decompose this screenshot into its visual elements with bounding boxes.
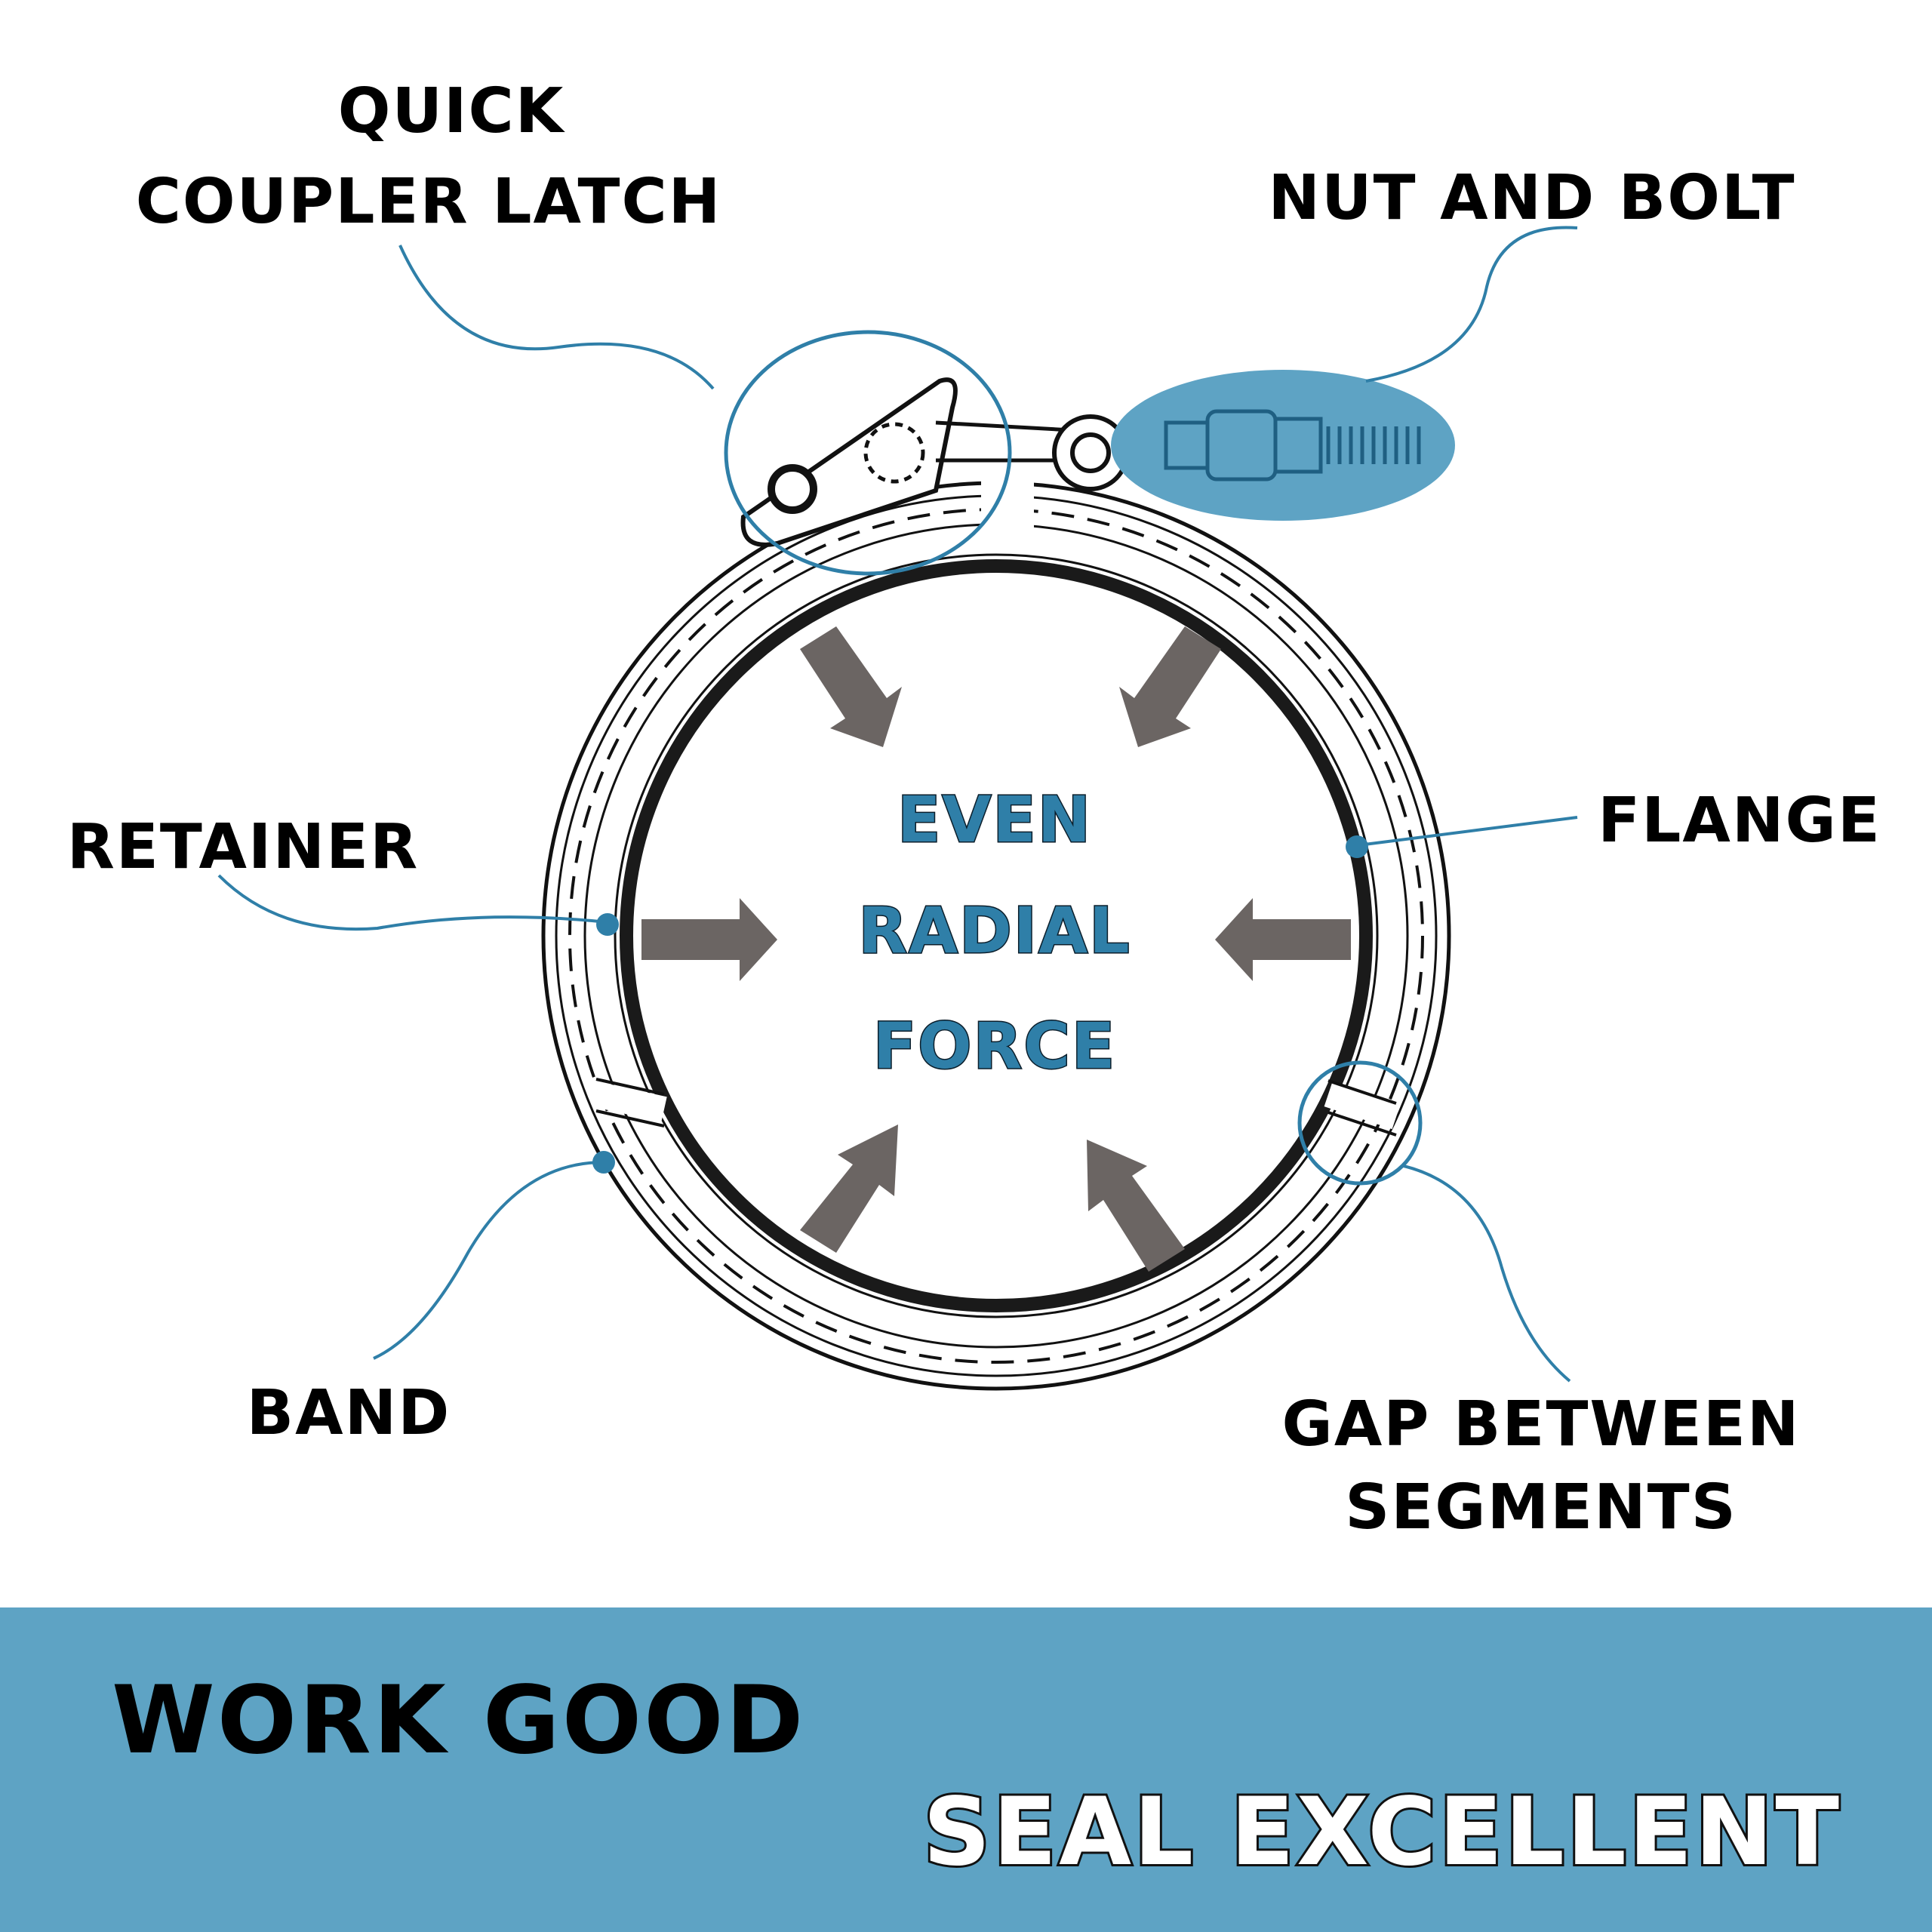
center-text-line1: EVEN <box>897 783 1092 857</box>
nut-bolt-highlight <box>1111 370 1455 521</box>
latch-pivot <box>768 464 817 514</box>
arrow-top-left <box>800 626 902 747</box>
leader-retainer <box>217 874 608 931</box>
flange-dot <box>1346 835 1368 858</box>
flange-ring <box>614 553 1379 1318</box>
band-dot <box>592 1151 615 1174</box>
label-quick-coupler-line2: COUPLER LATCH <box>136 166 722 238</box>
retainer-dot <box>596 913 619 936</box>
gap-callout-circle <box>1297 1060 1423 1186</box>
leader-gap <box>1403 1164 1571 1383</box>
label-nut-and-bolt: NUT AND BOLT <box>1268 162 1795 234</box>
leader-quick-coupler <box>398 245 715 390</box>
radial-force-arrows <box>641 626 1351 1272</box>
leader-nut-and-bolt <box>1365 226 1578 383</box>
clamp-illustration <box>541 330 1455 1391</box>
label-gap-line2: SEGMENTS <box>1345 1472 1737 1543</box>
leader-band <box>373 1161 605 1360</box>
arrow-right <box>1215 898 1351 981</box>
segment-gap-right <box>1324 1079 1401 1137</box>
footer-seal-excellent: SEAL EXCELLENT <box>923 1778 1841 1887</box>
arrow-left <box>641 898 777 981</box>
arrow-bottom-left <box>800 1124 898 1253</box>
segment-gap-left <box>593 1078 667 1128</box>
center-text-line3: FORCE <box>873 1009 1117 1083</box>
label-band: BAND <box>247 1377 451 1449</box>
latch-callout-circle <box>724 330 1012 576</box>
footer-work-good: WORK GOOD <box>112 1666 805 1775</box>
center-text-line2: RADIAL <box>858 894 1131 968</box>
nut-and-bolt <box>1052 370 1455 521</box>
label-quick-coupler-line1: QUICK <box>338 75 566 147</box>
label-retainer: RETAINER <box>67 811 419 883</box>
quick-coupler-latch <box>740 377 1074 547</box>
footer-band <box>0 1607 1932 1932</box>
leader-flange <box>1358 816 1578 847</box>
inner-seal-ring <box>620 559 1373 1312</box>
arrow-top-right <box>1119 626 1221 747</box>
label-flange: FLANGE <box>1598 785 1881 857</box>
label-gap-line1: GAP BETWEEN <box>1282 1389 1801 1460</box>
arrow-bottom-right <box>1087 1140 1185 1272</box>
